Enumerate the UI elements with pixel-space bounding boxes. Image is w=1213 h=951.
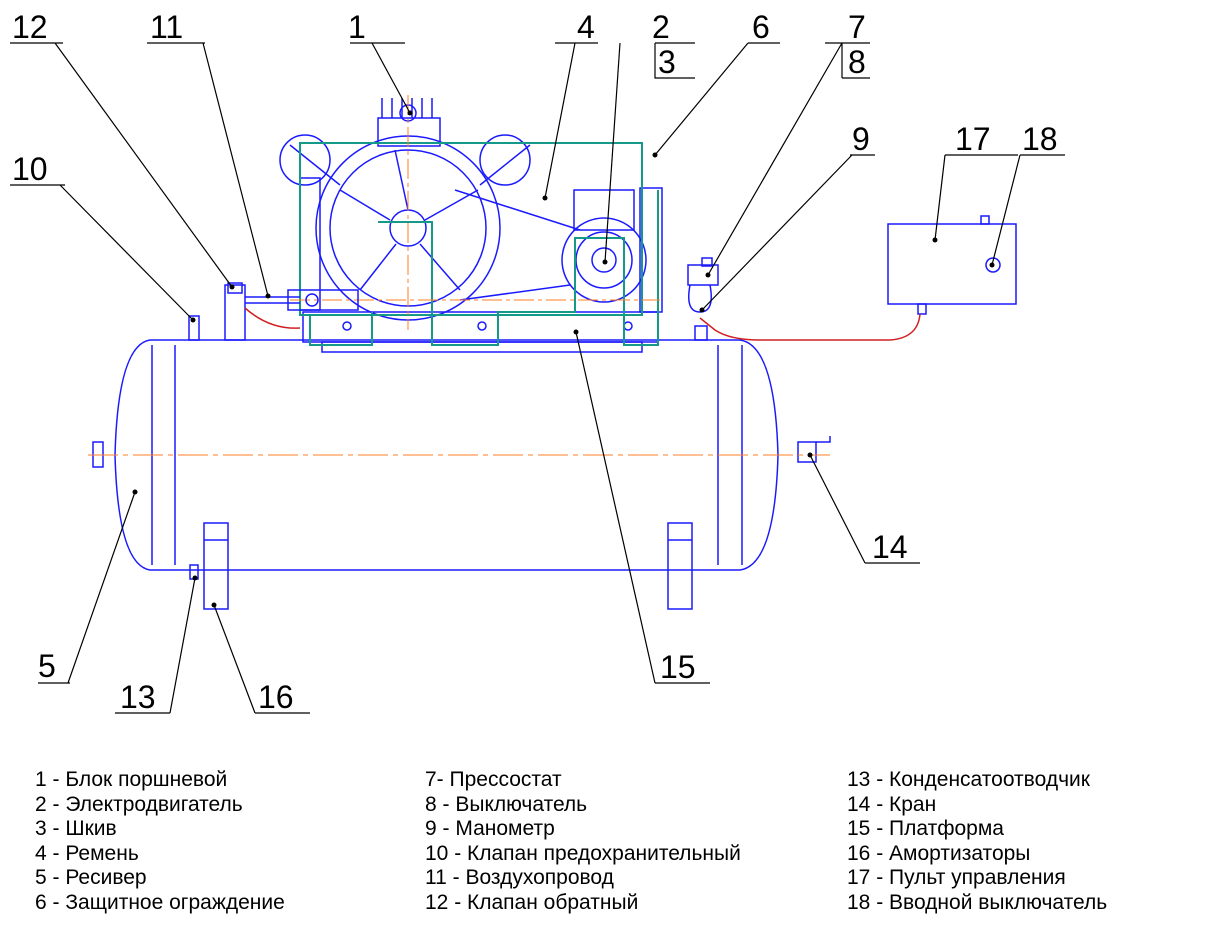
legend-item: 3 - Шкив <box>35 817 117 840</box>
callout-6: 6 <box>752 9 770 45</box>
legend-item: 13 - Конденсатоотводчик <box>847 768 1090 791</box>
legend-column-1: 1 - Блок поршневой 2 - Электродвигатель … <box>35 768 285 915</box>
callout-8: 8 <box>848 44 866 80</box>
legend-column-3: 13 - Конденсатоотводчик 14 - Кран 15 - П… <box>847 768 1107 915</box>
callout-5: 5 <box>38 648 56 684</box>
legend-item: 5 - Ресивер <box>35 866 147 889</box>
pressure-switch <box>687 257 719 341</box>
compressor-drawing: 1 2 3 4 5 6 7 8 9 10 11 12 13 14 15 16 1… <box>10 9 1065 715</box>
legend-item: 16 - Амортизаторы <box>847 841 1031 865</box>
legend-item: 4 - Ремень <box>35 841 139 865</box>
legend-item: 7- Прессостат <box>425 768 562 791</box>
legend-item: 18 - Вводной выключатель <box>847 890 1108 914</box>
legend-column-2: 7- Прессостат 8 - Выключатель 9 - Маноме… <box>425 768 741 915</box>
air-line <box>224 282 359 341</box>
callout-15: 15 <box>660 649 696 685</box>
power-cable <box>699 313 921 341</box>
callout-11: 11 <box>150 9 183 45</box>
valve-cable <box>244 307 301 329</box>
callout-2: 2 <box>652 9 670 45</box>
callout-17: 17 <box>955 121 991 157</box>
callout-10: 10 <box>12 151 48 187</box>
legend-item: 10 - Клапан предохранительный <box>425 841 741 865</box>
legend-item: 11 - Воздухопровод <box>425 866 614 889</box>
legend-item: 8 - Выключатель <box>425 792 588 816</box>
callout-13: 13 <box>120 679 156 715</box>
leader-dots <box>132 110 995 608</box>
legend-item: 14 - Кран <box>847 792 937 816</box>
legend-item: 2 - Электродвигатель <box>35 792 243 816</box>
shock-absorbers <box>203 522 693 610</box>
callout-3: 3 <box>658 44 676 80</box>
legend-item: 9 - Манометр <box>425 817 555 840</box>
callout-4: 4 <box>577 9 595 45</box>
callout-1: 1 <box>348 9 366 45</box>
legend-item: 12 - Клапан обратный <box>425 890 639 914</box>
control-panel <box>887 215 1017 315</box>
callout-7: 7 <box>848 9 866 45</box>
piston-block <box>279 98 531 321</box>
legend-item: 15 - Платформа <box>847 817 1004 840</box>
callout-16: 16 <box>258 679 294 715</box>
legend-item: 17 - Пульт управления <box>847 866 1066 889</box>
legend-item: 1 - Блок поршневой <box>35 768 228 791</box>
legend-item: 6 - Защитное ограждение <box>35 890 285 914</box>
callout-9: 9 <box>852 121 870 157</box>
motor <box>454 187 663 313</box>
callout-14: 14 <box>872 529 908 565</box>
protective-guard <box>299 142 659 346</box>
leader-lines <box>10 42 1065 714</box>
callout-12: 12 <box>12 9 48 45</box>
callout-18: 18 <box>1022 121 1058 157</box>
